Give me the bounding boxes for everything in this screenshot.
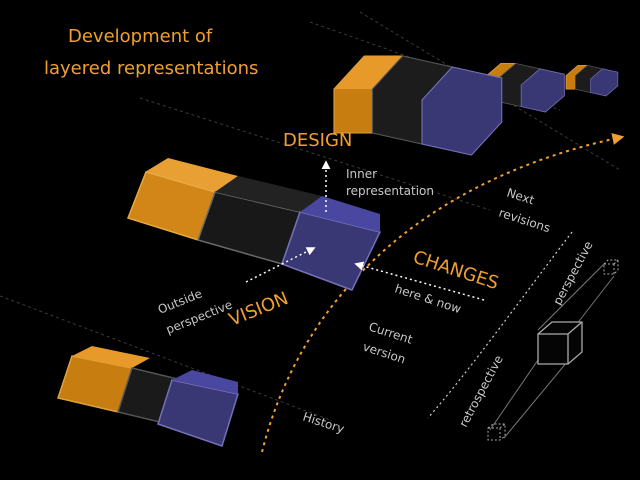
cube-future-icon bbox=[603, 259, 619, 275]
cube-past-icon bbox=[487, 423, 506, 441]
perspective-bracket bbox=[427, 231, 573, 419]
layer-orange-top bbox=[72, 346, 150, 368]
inner-label-line-1: Inner bbox=[346, 167, 377, 181]
here-now-label: here & now bbox=[393, 282, 463, 317]
title-line-1: Development of bbox=[68, 26, 213, 47]
next-revisions-line-2: revisions bbox=[497, 206, 552, 236]
vision-label: VISION bbox=[226, 288, 291, 331]
design-label: DESIGN bbox=[283, 130, 352, 151]
layer-blue bbox=[520, 68, 565, 113]
layer-stack-next bbox=[333, 55, 503, 156]
layer-blue bbox=[590, 68, 619, 97]
layer-stack-history bbox=[57, 346, 239, 447]
time-arrow bbox=[261, 133, 625, 453]
layer-stack-far-2 bbox=[565, 65, 619, 97]
perspective-line-upper-a bbox=[537, 263, 605, 331]
title-line-2: layered representations bbox=[44, 58, 258, 79]
inner-label-line-2: representation bbox=[346, 184, 434, 198]
next-revisions-line-1: Next bbox=[505, 186, 536, 208]
cube-present-icon bbox=[537, 321, 583, 365]
lane-line-history bbox=[0, 295, 331, 421]
layer-blue bbox=[421, 66, 503, 156]
layer-blue-top bbox=[172, 370, 238, 394]
perspective-line-lower-a bbox=[489, 359, 539, 431]
layer-blue-top bbox=[300, 196, 380, 232]
changes-arrow bbox=[354, 261, 485, 301]
changes-label: CHANGES bbox=[410, 247, 501, 294]
layer-orange-top bbox=[334, 56, 403, 89]
perspective-line-lower-b bbox=[503, 355, 573, 439]
perspective-label: perspective bbox=[550, 239, 595, 308]
layer-orange-top bbox=[145, 158, 238, 192]
lane-line-current bbox=[139, 97, 491, 211]
layer-stack-current bbox=[127, 158, 382, 291]
history-label: History bbox=[301, 410, 346, 437]
layer-dark-top bbox=[215, 176, 322, 212]
